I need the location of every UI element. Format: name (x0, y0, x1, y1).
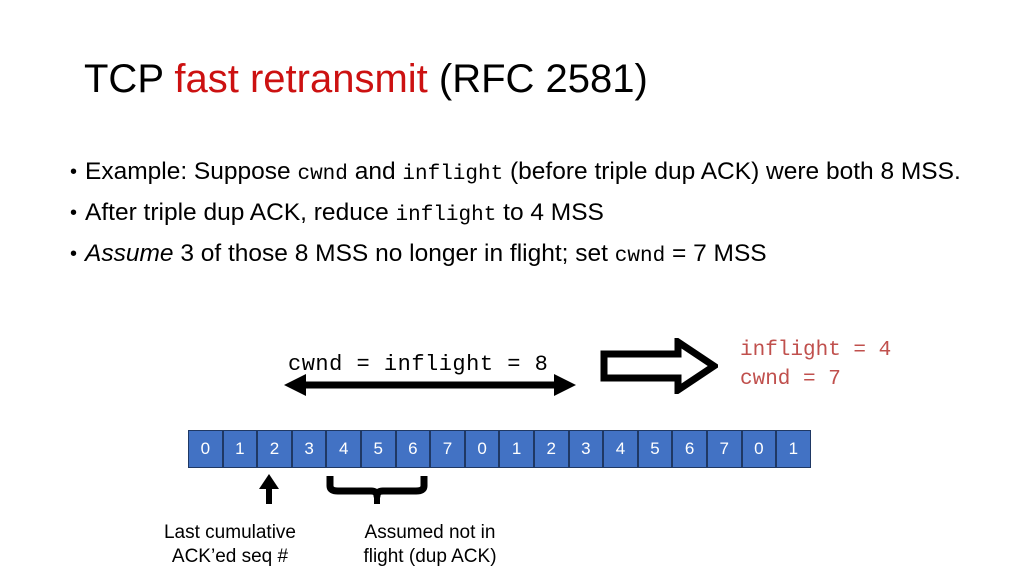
code-token-inflight: inflight (395, 204, 497, 227)
segment-box[interactable]: 1 (222, 430, 258, 468)
bullet-text-0: Example: Suppose cwnd and inflight (befo… (85, 158, 961, 186)
bullet-part: Example: Suppose (85, 158, 298, 185)
segment-box[interactable]: 5 (637, 430, 673, 468)
cumulative-ack-note-line2: ACK’ed seq # (171, 546, 289, 567)
segment-box[interactable]: 1 (499, 430, 534, 468)
segment-box[interactable]: 6 (672, 430, 707, 468)
bullet-marker: • (70, 161, 78, 183)
segment-box[interactable]: 1 (776, 430, 811, 468)
bullet-text-2: Assume 3 of those 8 MSS no longer in fli… (85, 240, 767, 268)
window-span-double-arrow (284, 374, 576, 396)
cumulative-ack-note-line1: Last cumulative (163, 522, 296, 543)
title-prefix: TCP (84, 57, 175, 101)
segment-box[interactable]: 0 (188, 430, 223, 468)
list-item: • Assume 3 of those 8 MSS no longer in f… (70, 235, 970, 276)
bullet-part: 3 of those 8 MSS no longer in flight; se… (173, 240, 615, 267)
segment-box[interactable]: 7 (706, 430, 742, 468)
not-in-flight-brace-icon (326, 476, 428, 504)
segment-box[interactable]: 0 (464, 430, 500, 468)
transition-block-arrow-icon (600, 338, 718, 394)
code-token-cwnd: cwnd (297, 163, 348, 186)
cwnd-inflight-label: cwnd = inflight = 8 (288, 352, 549, 377)
not-in-flight-note-line1: Assumed not in (364, 522, 496, 543)
segment-box[interactable]: 4 (603, 430, 638, 468)
segment-box[interactable]: 4 (326, 430, 361, 468)
segment-box[interactable]: 2 (533, 430, 569, 468)
bullet-marker: • (70, 243, 78, 265)
cumulative-ack-pointer-arrow-icon (259, 474, 279, 504)
title-highlight: fast retransmit (174, 57, 428, 101)
result-inflight: inflight = 4 (740, 339, 892, 362)
segment-box[interactable]: 3 (568, 430, 604, 468)
emphasis-assume: Assume (85, 240, 174, 267)
list-item: • After triple dup ACK, reduce inflight … (70, 194, 970, 235)
code-token-cwnd: cwnd (614, 245, 666, 268)
bullet-part: and (347, 158, 403, 185)
segment-sequence: 0 1 2 3 4 5 6 7 0 1 2 3 4 5 6 7 0 1 (188, 430, 811, 468)
bullet-text-1: After triple dup ACK, reduce inflight to… (85, 199, 604, 227)
segment-box[interactable]: 0 (741, 430, 777, 468)
result-values-label: inflight = 4 cwnd = 7 (740, 336, 891, 394)
title-suffix: (RFC 2581) (427, 57, 648, 101)
segment-box[interactable]: 6 (395, 430, 431, 468)
result-cwnd: cwnd = 7 (740, 368, 841, 391)
segment-box[interactable]: 2 (257, 430, 292, 468)
not-in-flight-note: Assumed not in flight (dup ACK) (345, 521, 515, 569)
bullet-part: (before triple dup ACK) were both 8 MSS. (503, 158, 961, 185)
list-item: • Example: Suppose cwnd and inflight (be… (70, 153, 970, 194)
bullet-list: • Example: Suppose cwnd and inflight (be… (70, 153, 970, 276)
cumulative-ack-note: Last cumulative ACK’ed seq # (140, 521, 320, 569)
page-title: TCP fast retransmit (RFC 2581) (84, 55, 648, 103)
segment-box[interactable]: 7 (430, 430, 465, 468)
bullet-part: After triple dup ACK, reduce (85, 199, 396, 226)
segment-box[interactable]: 3 (291, 430, 327, 468)
segment-box[interactable]: 5 (360, 430, 396, 468)
bullet-part: to 4 MSS (496, 199, 604, 226)
bullet-marker: • (70, 202, 78, 224)
code-token-inflight: inflight (402, 163, 504, 186)
not-in-flight-note-line2: flight (dup ACK) (363, 546, 497, 567)
bullet-part: = 7 MSS (665, 240, 767, 267)
